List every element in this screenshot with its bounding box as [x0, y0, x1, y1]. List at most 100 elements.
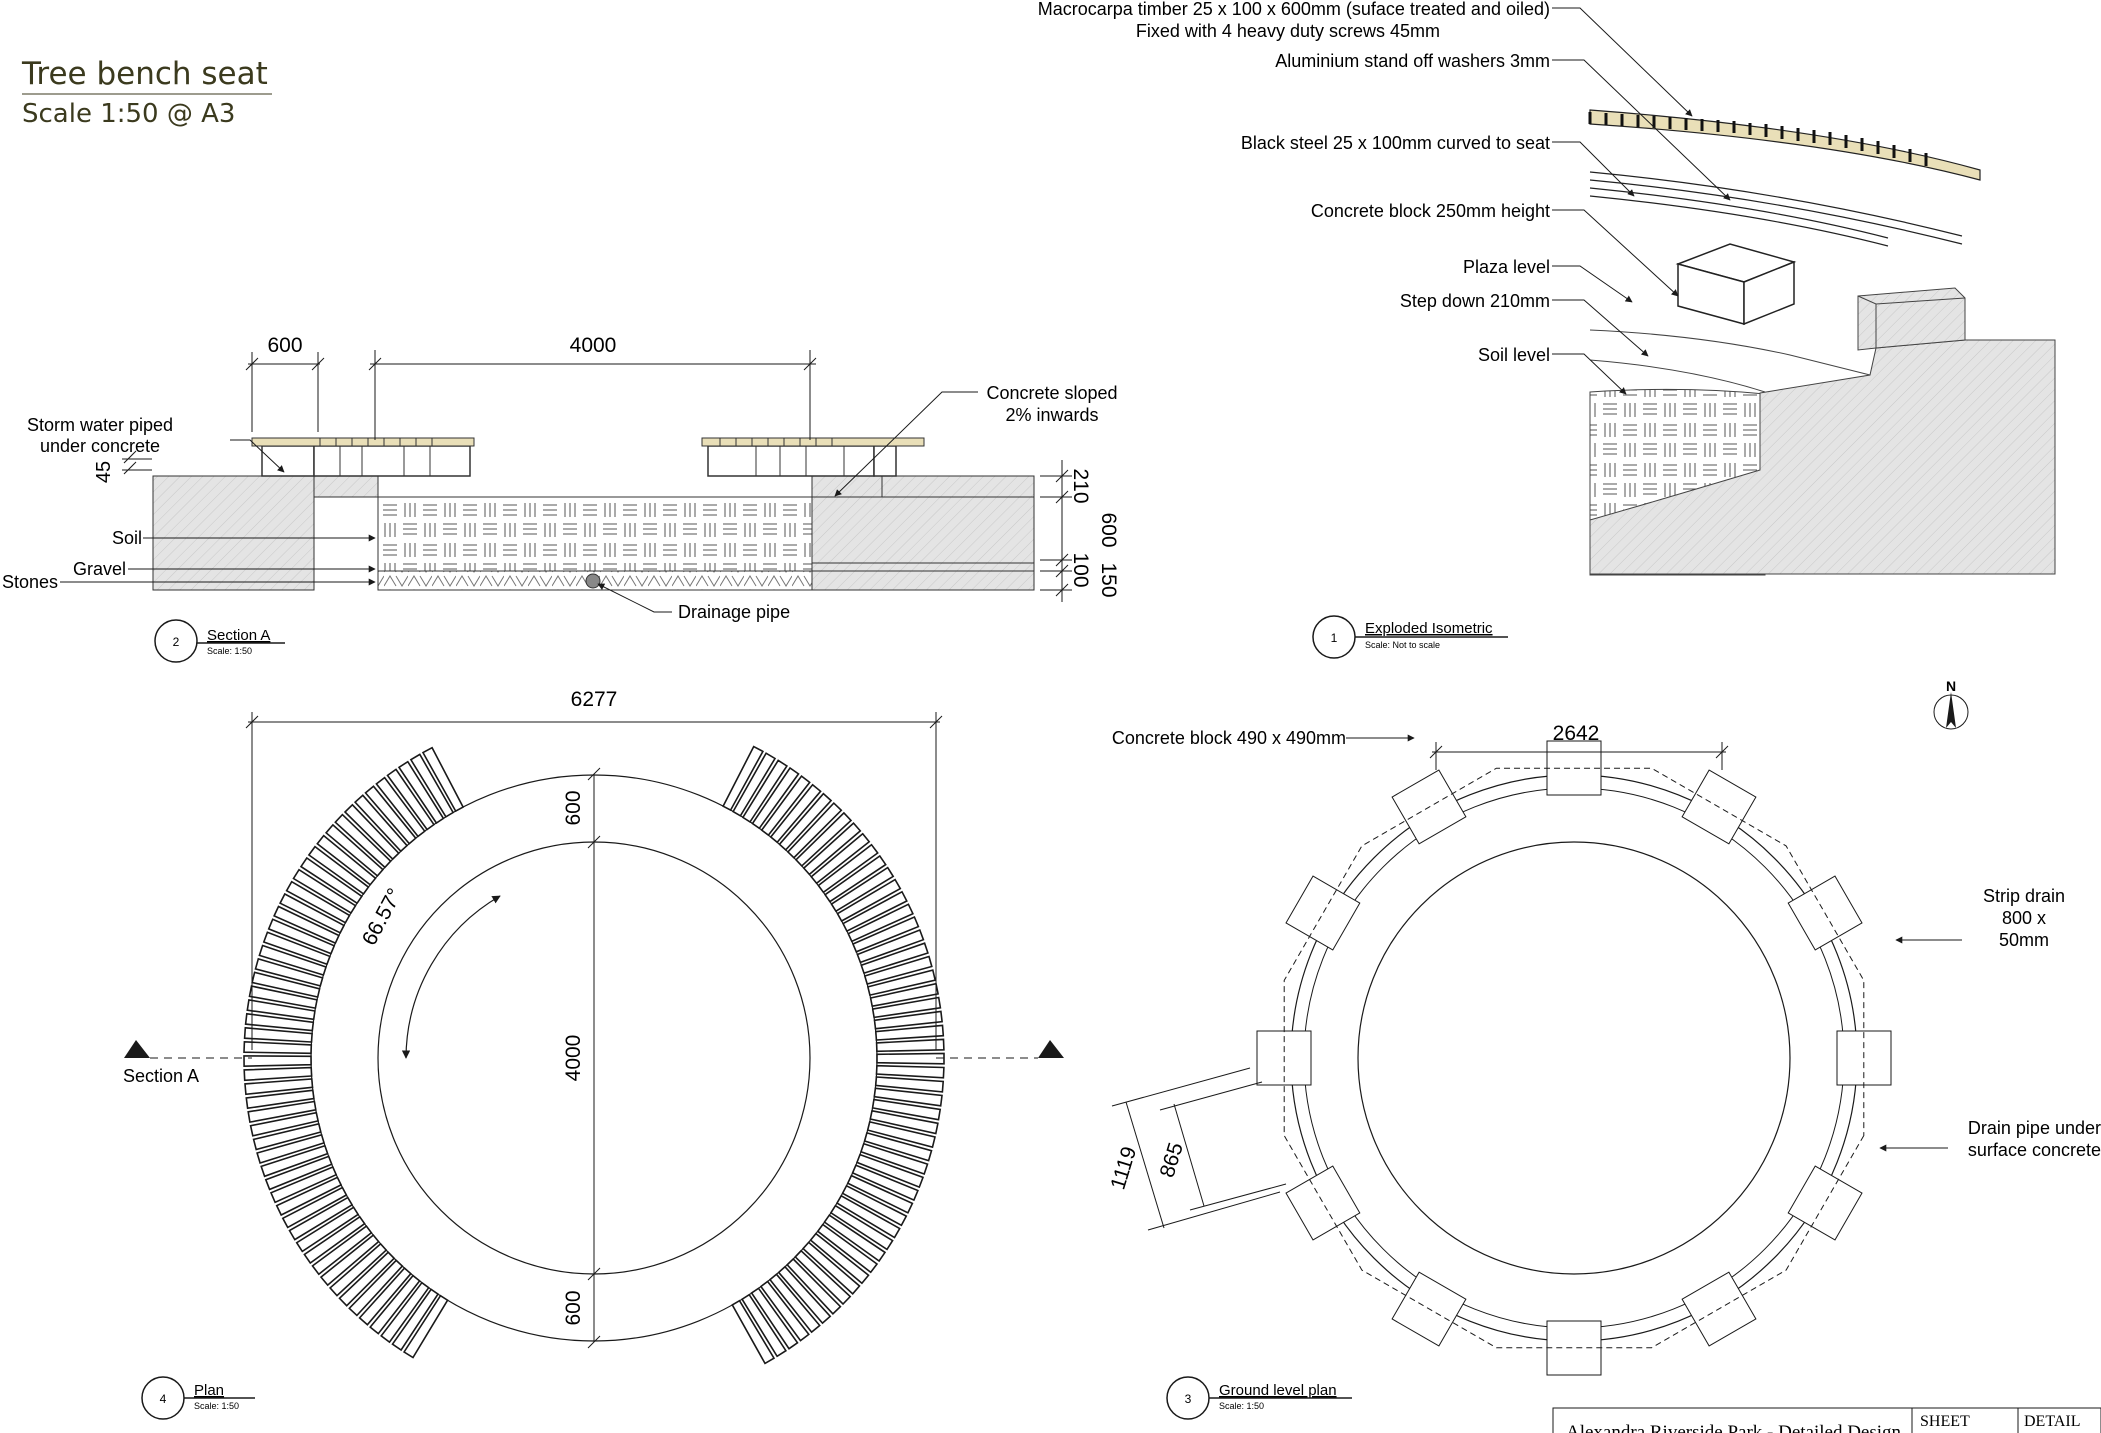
stones-label: Stones: [2, 572, 58, 592]
bench-slat: [842, 890, 908, 933]
plan-bench-slats: [243, 745, 945, 1365]
iso-timber-slats: [1588, 109, 1981, 181]
bench-slat: [732, 752, 777, 817]
bench-slat: [243, 1055, 312, 1068]
bench-slat: [249, 1111, 320, 1137]
drainage-pipe-label: Drainage pipe: [678, 602, 790, 622]
bench-slat: [275, 1176, 343, 1217]
bench-slat: [295, 1206, 360, 1253]
bench-slat: [254, 957, 324, 987]
ground-outer-circle-2: [1303, 787, 1845, 1329]
bench-slat: [348, 1259, 404, 1317]
bench-slat: [873, 1087, 943, 1107]
bench-slat: [871, 1098, 942, 1121]
bench-slat: [859, 1142, 929, 1176]
section-dim-600-depth: 600: [1097, 512, 1120, 547]
bench-slat: [809, 1232, 870, 1285]
plan-drawing: 6277 600 4000 600 66.57° Section A 4 Pla…: [123, 688, 1064, 1420]
section-a-ref-scale: Scale: 1:50: [207, 646, 252, 656]
iso-label-steel: Black steel 25 x 100mm curved to seat: [1241, 133, 1550, 153]
bench-slat: [244, 1078, 314, 1096]
north-label: N: [1946, 678, 1956, 694]
bench-slat: [369, 1274, 421, 1335]
svg-text:3: 3: [1185, 1392, 1192, 1406]
bench-slat: [863, 955, 933, 985]
drain-pipe-label-1: Drain pipe under: [1968, 1118, 2101, 1138]
ground-plan-ref-title: Ground level plan: [1219, 1382, 1337, 1399]
section-dim-600: 600: [267, 334, 302, 357]
plan-ref-title: Plan: [194, 1382, 224, 1399]
bench-slat: [307, 845, 370, 896]
concrete-sloped-label-1: Concrete sloped: [986, 383, 1117, 403]
bench-slat: [830, 866, 895, 913]
bench-slat: [292, 868, 357, 914]
isometric-reference: 1 Exploded Isometric Scale: Not to scale: [1312, 615, 1508, 659]
seat-left: [251, 437, 475, 447]
seat-right: [701, 437, 925, 447]
bench-slat: [741, 759, 789, 823]
svg-text:4: 4: [160, 1392, 167, 1406]
strip-drain-label-3: 50mm: [1999, 930, 2049, 950]
bench-slat: [817, 843, 879, 894]
iso-label-block: Concrete block 250mm height: [1311, 201, 1550, 221]
bench-slat: [851, 915, 920, 953]
bench-slat: [786, 1257, 842, 1315]
bench-slat: [874, 1076, 945, 1093]
bench-slat: [835, 1194, 901, 1239]
bench-slat: [380, 1281, 430, 1344]
drain-pipe-label-2: surface concrete: [1968, 1140, 2101, 1160]
ground-plan-reference: 3 Ground level plan Scale: 1:50: [1166, 1376, 1352, 1420]
storm-water-label-2: under concrete: [40, 436, 160, 456]
bench-slat: [873, 1010, 943, 1030]
bench-slat: [863, 1131, 933, 1162]
plan-dim-4000: 4000: [562, 1035, 585, 1082]
bench-slat: [869, 1109, 939, 1135]
section-dim-210: 210: [1069, 468, 1092, 503]
iso-concrete-mass: [1589, 339, 2056, 575]
iso-label-timber-1: Macrocarpa timber 25 x 100 x 600mm (sufa…: [1038, 0, 1550, 19]
bench-slat: [247, 1100, 317, 1124]
bench-slat: [269, 1165, 338, 1204]
section-dim-100: 100: [1069, 552, 1092, 587]
bench-slat: [876, 1052, 945, 1065]
ground-level-plan-drawing: Concrete block 490 x 490mm 2642 1119 865…: [1106, 678, 2101, 1420]
iso-steel-band: [1589, 171, 1963, 247]
ground-concrete-blocks: [1256, 740, 1892, 1376]
bench-slat: [794, 1249, 852, 1306]
bench-slat: [245, 1089, 315, 1110]
bench-slat: [760, 774, 811, 837]
plan-dim-6277: 6277: [571, 688, 618, 711]
iso-label-washers: Aluminium stand off washers 3mm: [1275, 51, 1550, 71]
section-a-ref-title: Section A: [207, 627, 270, 644]
bench-slat: [375, 776, 426, 838]
iso-label-timber-2: Fixed with 4 heavy duty screws 45mm: [1136, 21, 1440, 41]
strip-drain-label-2: 800 x: [2002, 908, 2046, 928]
bench-slat: [866, 969, 937, 997]
ground-outer-circle: [1290, 774, 1858, 1342]
bench-slat: [851, 1164, 919, 1202]
sheet-scale: Scale 1:50 @ A3: [22, 99, 235, 129]
bench-slat: [829, 1204, 894, 1251]
bench-slat: [243, 1026, 313, 1043]
bench-slat: [338, 1251, 396, 1307]
sheet-label: SHEET: [1920, 1413, 1970, 1430]
section-a-reference: 2 Section A Scale: 1:50: [154, 619, 285, 663]
bench-slat: [816, 1223, 879, 1274]
bench-slat: [750, 1287, 799, 1350]
section-marker-left: [124, 1040, 150, 1058]
bench-slat: [409, 753, 455, 818]
bench-slat: [319, 1233, 380, 1287]
north-arrow: N: [1933, 678, 1969, 730]
gravel-label: Gravel: [73, 559, 126, 579]
bench-slat: [801, 1241, 861, 1295]
bench-slat: [810, 832, 871, 885]
bench-slat: [353, 794, 409, 853]
drainage-pipe: [585, 573, 601, 589]
soil-layer: [377, 496, 813, 572]
bench-slat: [777, 1265, 832, 1325]
bench-slat: [855, 1153, 925, 1189]
bench-slat: [397, 760, 445, 825]
section-marker-right: [1038, 1040, 1064, 1058]
concrete-sloped-label-2: 2% inwards: [1005, 405, 1098, 425]
